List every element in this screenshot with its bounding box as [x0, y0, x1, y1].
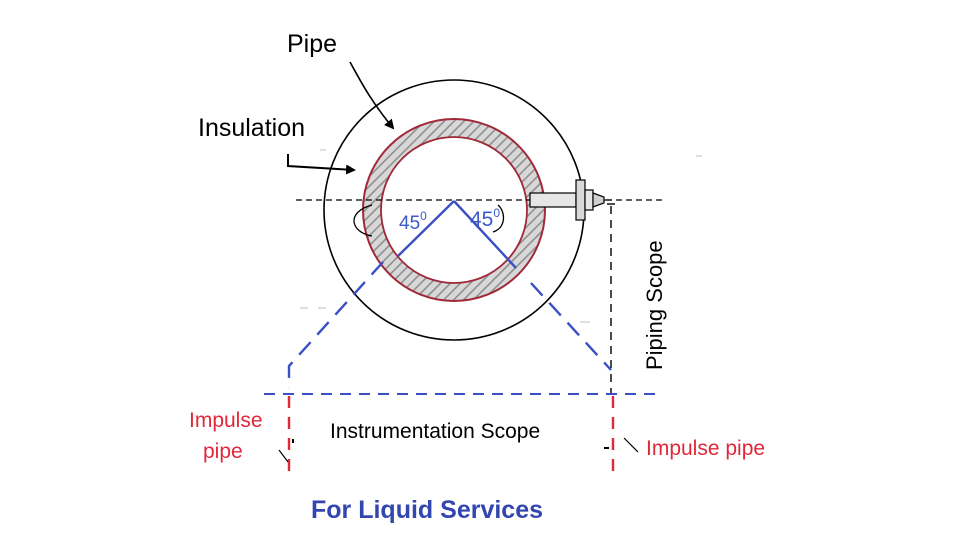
- left-impulse-leader: [278, 449, 289, 463]
- right-impulse-tick: [604, 447, 609, 449]
- insulation-label: Insulation: [198, 114, 305, 142]
- right-tapping-route: [530, 282, 612, 371]
- right-angle-degree: 0: [493, 206, 500, 220]
- left-angle-degree: 0: [420, 209, 427, 223]
- caption-title: For Liquid Services: [311, 496, 543, 524]
- pipe-outer-edge: [362, 118, 546, 302]
- left-impulse-tick: [292, 439, 294, 443]
- impulse-pipe-left-label-line1: Impulse: [189, 409, 263, 432]
- instrumentation-scope-label: Instrumentation Scope: [330, 420, 540, 443]
- impulse-pipe-left-label-line2: pipe: [203, 440, 243, 463]
- faint-guide-marks: [300, 149, 702, 323]
- left-angle-label: 450: [399, 209, 427, 234]
- left-angle-arc: [353, 204, 373, 237]
- right-angle-arc: [492, 204, 505, 233]
- left-tapping-route: [287, 261, 384, 388]
- tapping-nozzle: [529, 179, 612, 221]
- insulation-pointer-arrow: [287, 154, 356, 175]
- angle-reference-lines: [397, 200, 517, 269]
- right-angle-label: 450: [470, 206, 500, 231]
- piping-scope-label: Piping Scope: [642, 240, 667, 370]
- pipe-label: Pipe: [287, 30, 337, 58]
- pipe-pointer-arrow: [349, 61, 395, 130]
- right-impulse-leader: [623, 437, 639, 453]
- pipe-inner-edge: [380, 136, 528, 284]
- impulse-pipe-right-label: Impulse pipe: [646, 437, 765, 460]
